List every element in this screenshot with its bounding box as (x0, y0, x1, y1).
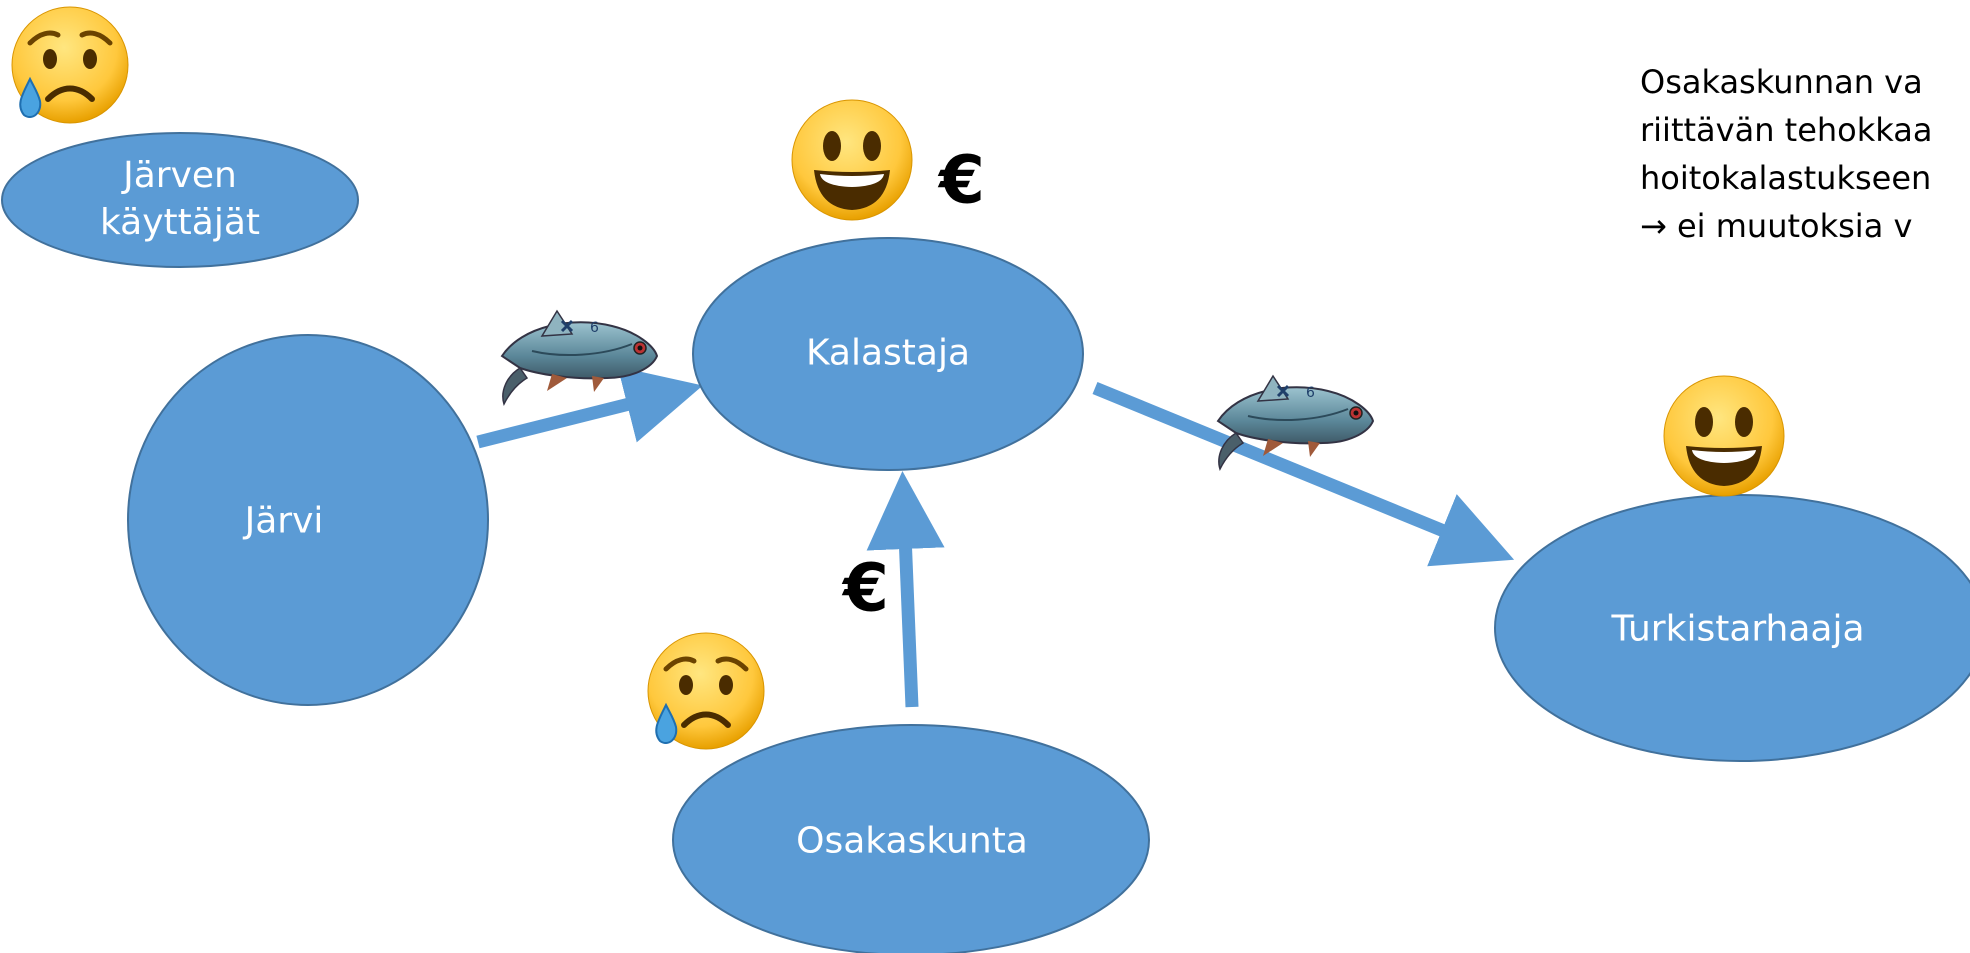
arrow-osakaskunta-to-kalastaja (866, 471, 945, 708)
euro-symbol: € (843, 549, 889, 627)
fish-icon (500, 309, 659, 406)
note-line: → ei muutoksia v (1640, 207, 1913, 245)
happy-face-icon (1663, 375, 1785, 497)
arrow-jarvi-to-kalastaja (476, 366, 703, 449)
node-kalastaja (692, 237, 1084, 471)
node-label-kalastaja: Kalastaja (805, 332, 971, 374)
node-label-jarven-kayttajat: Järven käyttäjät (100, 153, 260, 247)
node-turkistarhaaja (1494, 494, 1970, 762)
node-label-line: Järven (123, 155, 237, 197)
note-line: riittävän tehokkaa (1640, 111, 1933, 149)
sad-face-icon (11, 6, 129, 124)
sad-face-icon (647, 632, 765, 750)
fish-icon (1216, 374, 1375, 471)
note-line: Osakaskunnan va (1640, 63, 1923, 101)
note-line: hoitokalastukseen (1640, 159, 1932, 197)
euro-symbol: € (939, 141, 985, 219)
arrow-kalastaja-to-turkistarhaaja (1092, 381, 1515, 567)
node-osakaskunta (672, 724, 1150, 953)
node-label-line: käyttäjät (99, 202, 261, 243)
node-label-osakaskunta: Osakaskunta (796, 820, 1028, 862)
happy-face-icon (791, 99, 913, 221)
node-jarven-kayttajat (1, 132, 359, 268)
node-jarvi (127, 334, 489, 706)
node-label-turkistarhaaja: Turkistarhaaja (1611, 608, 1865, 650)
node-label-jarvi: Järvi (244, 500, 324, 542)
note-text: Osakaskunnan va riittävän tehokkaa hoito… (1640, 58, 1932, 250)
